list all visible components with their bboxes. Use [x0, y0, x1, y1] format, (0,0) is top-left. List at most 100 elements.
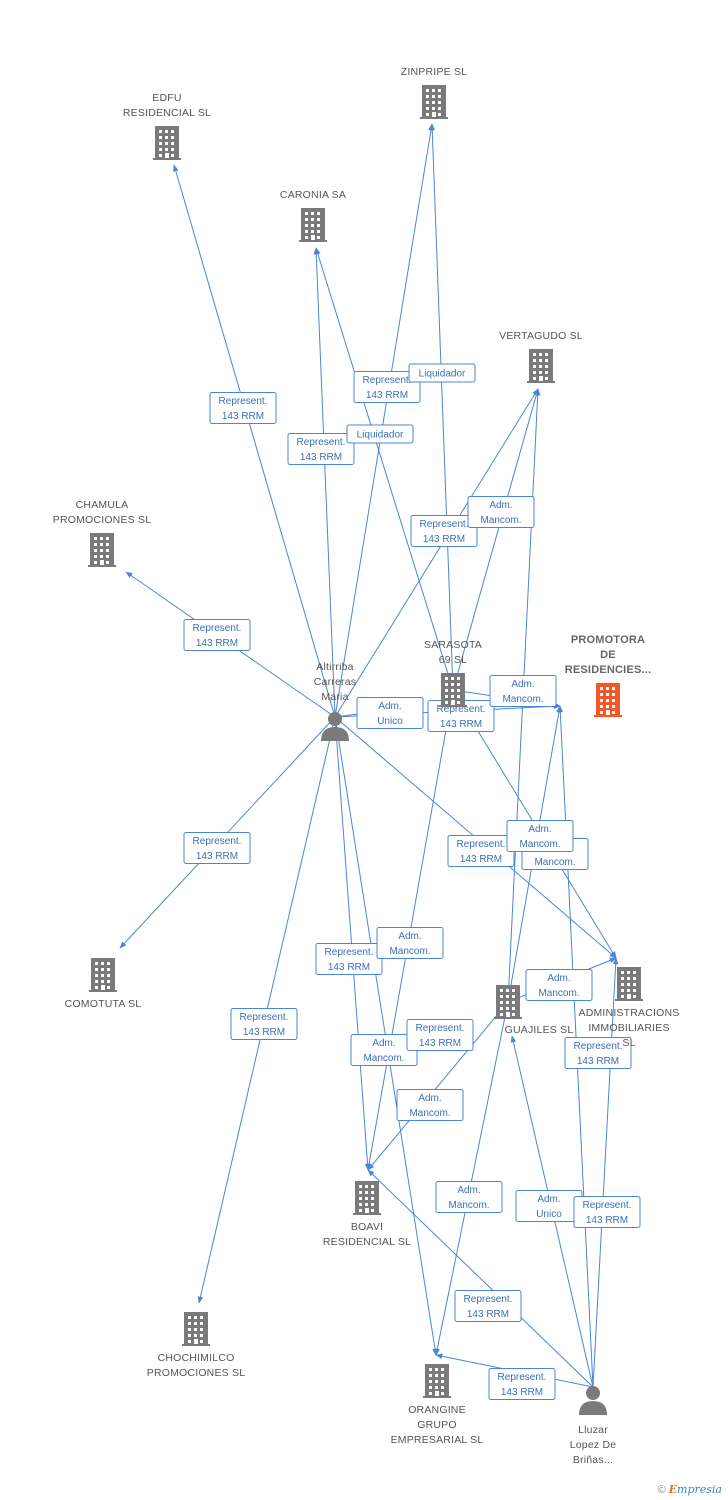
- edge-label-text: Liquidador: [419, 369, 466, 380]
- edge-label-text: Adm.: [547, 973, 570, 984]
- edge-label[interactable]: Adm.Mancom.: [376, 927, 444, 959]
- node-label: RESIDENCIAL SL: [123, 107, 211, 119]
- building-icon: [439, 673, 467, 707]
- node-label: RESIDENCIES...: [565, 664, 652, 676]
- node-guajiles[interactable]: GUAJILES SL: [494, 985, 573, 1036]
- edge-altirriba-edfu: [173, 164, 336, 718]
- node-label: 69 SL: [439, 654, 467, 666]
- edge-label-text: Adm.: [372, 1038, 395, 1049]
- edge-label-box: [488, 1368, 556, 1400]
- edge-label[interactable]: Represent. 143 RRM: [315, 943, 383, 975]
- node-promotora[interactable]: PROMOTORADERESIDENCIES...: [565, 634, 652, 717]
- edge-label-text: 143 RRM: [467, 1309, 509, 1320]
- edge-label-text: Mancom.: [363, 1053, 404, 1064]
- edge-label[interactable]: Adm. Mancom.: [525, 969, 593, 1001]
- edge-label[interactable]: Represent. 143 RRM: [209, 392, 277, 424]
- node-label: PROMOCIONES SL: [147, 1367, 245, 1379]
- node-label: CARONIA SA: [280, 189, 346, 201]
- edge-label[interactable]: Adm.Unico: [356, 697, 424, 729]
- node-label: Maria: [321, 691, 348, 703]
- edge-label[interactable]: Represent.143 RRM: [406, 1019, 474, 1051]
- edge-label-box: [564, 1037, 632, 1069]
- edge-label-box: [396, 1089, 464, 1121]
- node-label: SL: [622, 1037, 635, 1049]
- edge-label[interactable]: Adm.Mancom.: [467, 496, 535, 528]
- edge-label-text: Adm.: [378, 701, 401, 712]
- node-label: GUAJILES SL: [505, 1024, 574, 1036]
- node-label: DE: [600, 649, 616, 661]
- edge-label-box: [408, 363, 476, 383]
- edge-label[interactable]: Adm.Mancom.: [489, 675, 557, 707]
- edge-label[interactable]: Represent.143 RRM: [573, 1196, 641, 1228]
- node-label: IMMOBILIARIES: [588, 1022, 669, 1034]
- edge-label[interactable]: Liquidador: [408, 363, 476, 383]
- edge-label[interactable]: Represent.143 RRM: [287, 433, 355, 465]
- edge-label[interactable]: Represent.143 RRM: [353, 371, 421, 403]
- edge-label[interactable]: Represent.143 RRM: [183, 832, 251, 864]
- edge-label-box: [467, 496, 535, 528]
- node-label: EMPRESARIAL SL: [391, 1434, 484, 1446]
- edge-label[interactable]: Adm.Mancom.: [435, 1181, 503, 1213]
- edge-label-text: Represent.: [325, 947, 374, 958]
- edge-label[interactable]: Represent.143 RRM: [410, 515, 478, 547]
- edge-label-text: Represent.: [219, 396, 268, 407]
- edge-label-text: Adm.: [528, 824, 551, 835]
- edge-label-text: Represent.: [574, 1041, 623, 1052]
- edge-label-box: [489, 675, 557, 707]
- edge-label-text: 143 RRM: [440, 719, 482, 730]
- building-icon: [420, 85, 448, 119]
- building-icon: [182, 1312, 210, 1346]
- edge-label[interactable]: Represent.143 RRM: [447, 835, 515, 867]
- edge-labels-layer: Represent. 143 RRM Represent. 143 RRM Repres…: [183, 363, 641, 1400]
- edge-label[interactable]: Adm.Unico: [515, 1190, 583, 1222]
- building-icon: [89, 958, 117, 992]
- edge-altirriba-caronia: [313, 247, 336, 718]
- edge-label-text: 143 RRM: [222, 411, 264, 422]
- edge-label-text: Adm.: [418, 1093, 441, 1104]
- edge-label-box: [183, 619, 251, 651]
- edge-altirriba-vertagudo: [334, 388, 539, 718]
- edge-label-text: Mancom.: [538, 988, 579, 999]
- edge-label[interactable]: Adm.Mancom.: [506, 820, 574, 852]
- edge-label[interactable]: Liquidador: [346, 424, 414, 444]
- edge-label-text: Represent.: [193, 836, 242, 847]
- building-icon: [494, 985, 522, 1019]
- edge-label[interactable]: Represent.143 RRM: [564, 1037, 632, 1069]
- edge-label[interactable]: Represent.143 RRM: [183, 619, 251, 651]
- node-label: SARASOTA: [424, 639, 482, 651]
- node-label: BOAVI: [351, 1221, 383, 1233]
- edge-label[interactable]: Represent.143 RRM: [488, 1368, 556, 1400]
- node-label: Lluzar: [578, 1424, 608, 1436]
- edge-label[interactable]: Adm. Mancom.: [350, 1034, 418, 1066]
- node-vertagudo[interactable]: VERTAGUDO SL: [499, 330, 583, 383]
- edge-lluzar-administracions: [592, 957, 619, 1388]
- edge-label-box: [376, 927, 444, 959]
- brand-logo[interactable]: Empresia: [669, 1483, 722, 1496]
- edge-label-box: [346, 424, 414, 444]
- edge-label-text: Represent.: [363, 375, 412, 386]
- node-caronia[interactable]: CARONIA SA: [280, 189, 346, 242]
- edge-label[interactable]: Represent.143 RRM: [230, 1008, 298, 1040]
- edge-label[interactable]: Adm.Mancom.: [396, 1089, 464, 1121]
- edge-label-text: 143 RRM: [328, 962, 370, 973]
- node-label: Lopez De: [570, 1439, 617, 1451]
- node-sarasota[interactable]: SARASOTA 69 SL: [424, 639, 482, 707]
- edge-label-text: Represent.: [193, 623, 242, 634]
- person-icon: [579, 1386, 607, 1415]
- edge-label-text: Adm.: [511, 679, 534, 690]
- node-zinpripe[interactable]: ZINPRIPE SL: [401, 66, 467, 119]
- edge-label-box: [356, 697, 424, 729]
- node-comotuta[interactable]: COMOTUTA SL: [65, 958, 142, 1010]
- edge-label[interactable]: Represent.143 RRM: [454, 1290, 522, 1322]
- edge-label-box: [209, 392, 277, 424]
- edge-guajiles-orangine: [434, 1001, 509, 1356]
